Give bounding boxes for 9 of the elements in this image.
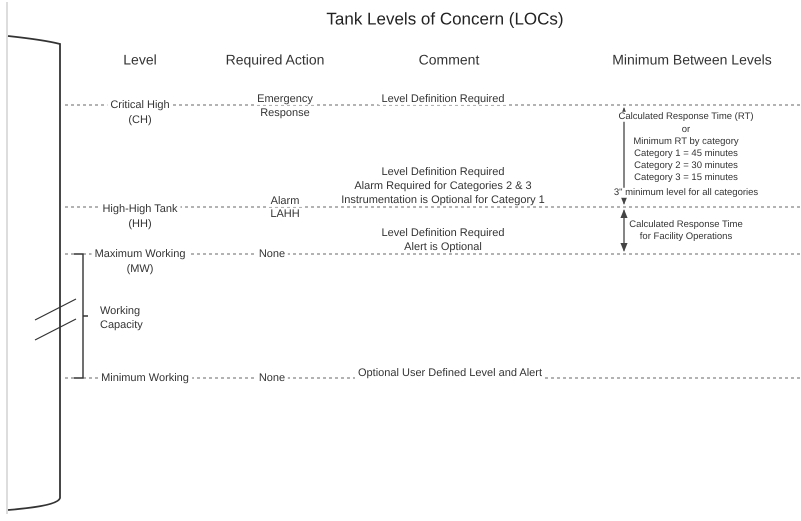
row-text: Alarm <box>268 194 302 208</box>
row-text: Minimum Working <box>98 372 192 384</box>
row-text: Critical High <box>107 98 173 112</box>
row-text: None <box>256 372 288 384</box>
row-text: None <box>256 248 288 260</box>
row-text: Maximum Working <box>92 248 188 260</box>
row-text: Emergency <box>254 92 316 106</box>
row-text: Level Definition Required <box>378 92 508 106</box>
row-text: High-High Tank <box>100 202 180 216</box>
